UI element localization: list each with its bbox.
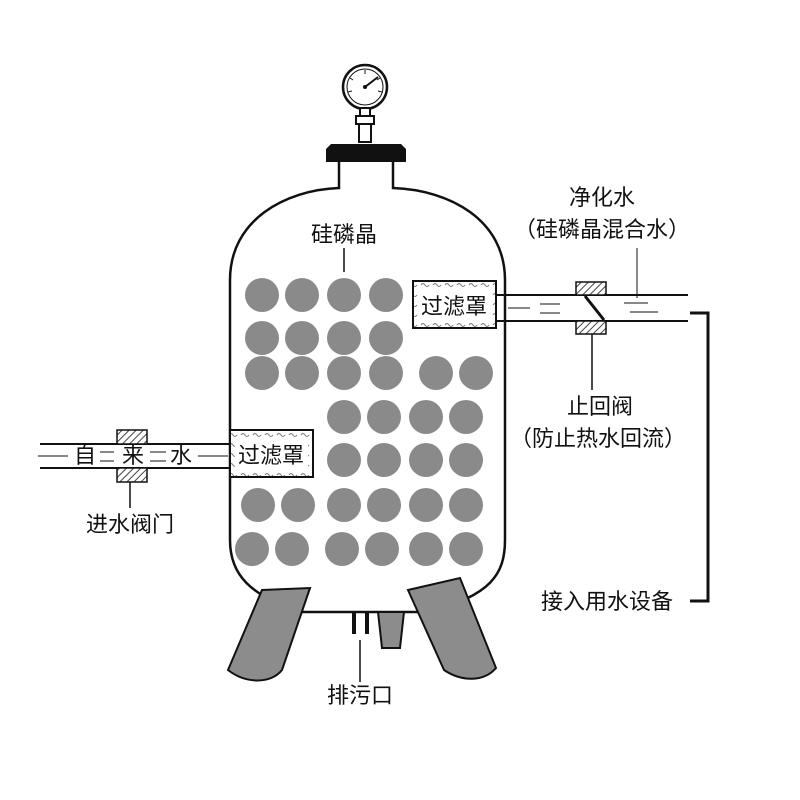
crystal-ball — [327, 443, 361, 477]
crystal-ball — [459, 356, 493, 390]
filter-cover-bottom-label: 过滤罩 — [238, 444, 304, 469]
crystal-ball — [367, 443, 401, 477]
crystal-ball — [365, 532, 399, 566]
crystal-ball — [275, 532, 309, 566]
crystal-ball — [449, 488, 483, 522]
crystal-ball — [281, 488, 315, 522]
crystal-ball — [369, 321, 403, 355]
crystal-ball — [369, 278, 403, 312]
crystal-ball — [327, 488, 361, 522]
crystal-ball — [245, 321, 279, 355]
crystal-ball — [409, 532, 443, 566]
crystal-ball — [327, 278, 361, 312]
crystal-ball — [245, 356, 279, 390]
check-valve-icon — [575, 281, 607, 390]
crystal-ball — [367, 400, 401, 434]
equipment-connection-line — [690, 311, 710, 603]
crystal-ball — [449, 400, 483, 434]
silicon-phosphate-crystals — [235, 278, 493, 566]
check-valve-sublabel: （防止热水回流） — [510, 427, 686, 452]
inlet-label-char-3: 水 — [170, 444, 192, 469]
crystal-ball — [409, 488, 443, 522]
crystal-ball — [327, 356, 361, 390]
inlet-label-char-1: 自 — [74, 444, 96, 469]
crystal-ball — [367, 488, 401, 522]
pressure-gauge-icon — [341, 63, 389, 111]
crystal-label: 硅磷晶 — [311, 223, 377, 248]
crystal-ball — [325, 532, 359, 566]
check-valve-label: 止回阀 — [567, 395, 633, 420]
tank-leg-left — [226, 586, 312, 682]
equipment-label: 接入用水设备 — [541, 590, 673, 615]
tank-leg-right — [406, 576, 498, 680]
crystal-ball — [327, 400, 361, 434]
purified-water-sublabel: （硅磷晶混合水） — [514, 218, 690, 243]
crystal-ball — [369, 356, 403, 390]
crystal-ball — [419, 356, 453, 390]
crystal-ball — [235, 532, 269, 566]
crystal-ball — [285, 278, 319, 312]
crystal-ball — [285, 356, 319, 390]
crystal-ball — [409, 400, 443, 434]
crystal-ball — [285, 321, 319, 355]
crystal-ball — [409, 443, 443, 477]
drain-outlet — [352, 611, 406, 682]
outlet-pipe — [496, 294, 688, 322]
crystal-ball — [327, 321, 361, 355]
purified-water-label: 净化水 — [569, 186, 635, 211]
inlet-valve-label: 进水阀门 — [86, 513, 174, 538]
drain-label: 排污口 — [327, 684, 393, 709]
inlet-label-char-2: 来 — [122, 444, 144, 469]
gauge-stem — [355, 107, 375, 143]
inlet-valve-icon — [116, 429, 148, 508]
crystal-ball — [245, 278, 279, 312]
filter-cover-top-label: 过滤罩 — [421, 295, 487, 320]
crystal-ball — [241, 488, 275, 522]
crystal-ball — [449, 532, 483, 566]
crystal-ball — [449, 443, 483, 477]
tank-cap — [326, 144, 406, 162]
